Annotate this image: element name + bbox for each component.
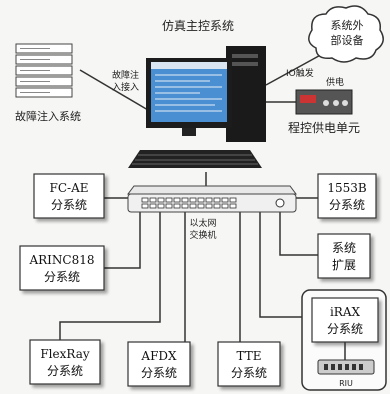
svg-text:ARINC818: ARINC818 [28,253,94,267]
subsystem-irax-group: iRAX 分系统 RIU [301,289,387,391]
ethernet-switch-icon [127,185,297,213]
irax-link [259,212,304,318]
subsystem-extension: 系统 扩展 [317,233,371,279]
fault-injection-label: 故障注入系统 [15,109,81,123]
power-unit-icon [295,89,353,115]
svg-text:AFDX: AFDX [140,349,177,363]
svg-text:分系统: 分系统 [231,366,267,380]
svg-text:FC-AE: FC-AE [50,181,89,195]
external-label-2: 部设备 [331,33,364,47]
subsystem-flexray: FlexRay 分系统 [29,339,101,385]
svg-text:分系统: 分系统 [327,322,363,336]
power-unit-label: 程控供电单元 [288,120,360,135]
riu-device-icon [317,359,375,375]
svg-text:TTE: TTE [237,349,262,363]
ext-link [279,212,318,256]
subsystem-arinc818: ARINC818 分系统 [19,245,105,291]
svg-text:扩展: 扩展 [332,258,356,272]
switch-ports [141,197,237,209]
svg-text:系统: 系统 [332,241,356,255]
external-label-1: 系统外 [331,19,364,32]
subsystem-fcae: FC-AE 分系统 [33,173,105,219]
flexray-link [59,212,161,340]
svg-text:iRAX: iRAX [330,305,361,319]
riu-label: RIU [339,379,353,388]
io-link-line [265,51,327,86]
svg-text:分系统: 分系统 [329,198,365,212]
fault-link-label-2: 入接入 [112,81,139,93]
computer-icon [128,46,266,168]
fault-link-label-1: 故障注 [112,69,139,81]
svg-text:分系统: 分系统 [44,270,80,284]
switch-label-1: 以太网 [189,217,216,229]
diagram-title: 仿真主控系统 [162,19,234,33]
svg-text:FlexRay: FlexRay [40,347,89,361]
keyboard [128,150,262,168]
subsystem-1553b: 1553B 分系统 [317,173,377,219]
svg-text:分系统: 分系统 [141,366,177,380]
monitor-screen [151,62,227,122]
power-link-label: 供电 [326,76,344,88]
svg-text:分系统: 分系统 [51,198,87,212]
subsystem-irax [311,297,379,343]
connection-lines [59,51,327,342]
arinc-link [104,212,141,269]
switch-label-2: 交换机 [189,229,216,241]
io-trigger-label: IO触发 [286,67,314,79]
subsystem-afdx: AFDX 分系统 [127,341,191,387]
svg-text:1553B: 1553B [327,181,367,195]
fault-link-line [79,69,149,111]
subsystem-tte: TTE 分系统 [217,341,281,387]
svg-text:分系统: 分系统 [47,364,83,378]
external-device-cloud [308,5,384,63]
server-stack-icon [15,43,73,98]
